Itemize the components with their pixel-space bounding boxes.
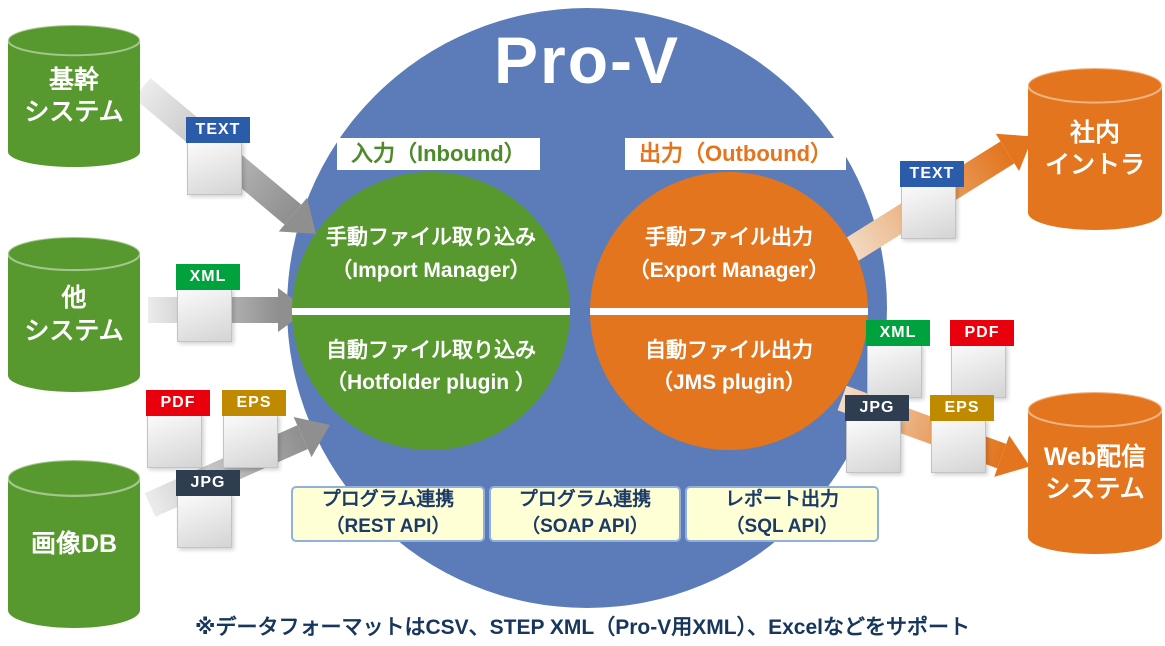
db-label-line: 基幹: [48, 65, 99, 94]
db-label-line: 社内: [1069, 118, 1120, 147]
db-label: Web配信 システム: [1028, 392, 1162, 554]
api-box-subtitle: （REST API）: [325, 516, 451, 537]
inbound-circle: 手動ファイル取り込み （Import Manager） 自動ファイル取り込み （…: [292, 172, 570, 450]
format-badge-eps: EPS: [930, 395, 994, 421]
document-icon: [846, 419, 901, 473]
db-kikan-system: 基幹 システム: [7, 24, 141, 167]
manual-export-subtitle: （Export Manager）: [628, 258, 830, 282]
db-image-db: 画像DB: [7, 458, 141, 628]
format-badge-text: TEXT: [186, 117, 250, 143]
manual-import-title: 手動ファイル取り込み: [326, 226, 536, 250]
db-label-line: Web配信: [1043, 442, 1147, 471]
auto-export-title: 自動ファイル出力: [645, 338, 813, 362]
db-label: 画像DB: [8, 460, 140, 628]
db-label: 社内 イントラ: [1028, 68, 1162, 230]
format-text-right: TEXT: [900, 161, 964, 241]
document-icon: [223, 414, 278, 468]
cylinder-shape: [1026, 66, 1164, 230]
db-label-line: 他: [61, 284, 87, 312]
api-box-soap: プログラム連携 （SOAP API）: [489, 486, 681, 542]
format-pdf-left: PDF: [146, 390, 210, 470]
format-badge-jpg: JPG: [845, 395, 909, 421]
cylinder-shape: [1026, 390, 1164, 554]
format-jpg-left: JPG: [176, 470, 240, 550]
document-icon: [901, 185, 956, 239]
db-label: 他 システム: [8, 237, 140, 392]
auto-export-block: 自動ファイル出力 （JMS plugin）: [590, 315, 868, 451]
cylinder-shape: [7, 24, 141, 167]
format-xml-right: XML: [866, 320, 930, 400]
cylinder-shape: [7, 458, 141, 628]
format-text-left: TEXT: [186, 117, 250, 197]
auto-export-subtitle: （JMS plugin）: [652, 371, 806, 395]
outbound-header: 出力（Outbound）: [625, 138, 847, 171]
document-icon: [147, 414, 202, 468]
cylinder-shape: [7, 235, 141, 392]
db-label-line: システム: [1045, 475, 1145, 503]
document-icon: [951, 344, 1006, 398]
db-label-line: 画像DB: [30, 529, 118, 558]
format-badge-text: TEXT: [900, 161, 964, 187]
manual-export-block: 手動ファイル出力 （Export Manager）: [590, 172, 868, 308]
auto-import-block: 自動ファイル取り込み （Hotfolder plugin ）: [292, 315, 570, 451]
diagram-title: Pro-V: [493, 23, 681, 97]
db-label-line: システム: [24, 98, 124, 126]
api-box-rest: プログラム連携 （REST API）: [291, 486, 485, 542]
document-icon: [177, 288, 232, 342]
api-box-sql: レポート出力 （SQL API）: [685, 486, 879, 542]
api-box-title: プログラム連携: [518, 489, 652, 511]
document-icon: [931, 419, 986, 473]
format-xml-left: XML: [176, 264, 240, 344]
format-badge-pdf: PDF: [950, 320, 1014, 346]
format-badge-xml: XML: [176, 264, 240, 290]
format-jpg-right: JPG: [845, 395, 909, 475]
auto-import-subtitle: （Hotfolder plugin ）: [326, 371, 536, 395]
format-badge-eps: EPS: [222, 390, 286, 416]
manual-export-title: 手動ファイル出力: [645, 226, 813, 250]
document-icon: [177, 494, 232, 548]
manual-import-subtitle: （Import Manager）: [331, 258, 531, 282]
format-eps-left: EPS: [222, 390, 286, 470]
format-pdf-right: PDF: [950, 320, 1014, 400]
outbound-divider: [590, 307, 868, 315]
document-icon: [187, 141, 242, 195]
inbound-divider: [292, 307, 570, 315]
manual-import-block: 手動ファイル取り込み （Import Manager）: [292, 172, 570, 308]
api-box-subtitle: （SOAP API）: [521, 516, 649, 537]
footnote: ※データフォーマットはCSV、STEP XML（Pro-V用XML）、Excel…: [195, 616, 970, 639]
auto-import-title: 自動ファイル取り込み: [326, 338, 536, 362]
format-badge-jpg: JPG: [176, 470, 240, 496]
db-label: 基幹 システム: [8, 25, 140, 167]
format-eps-right: EPS: [930, 395, 994, 475]
inbound-header: 入力（Inbound）: [337, 138, 540, 171]
format-badge-xml: XML: [866, 320, 930, 346]
api-box-title: プログラム連携: [321, 489, 455, 511]
db-web-delivery: Web配信 システム: [1026, 390, 1164, 554]
db-label-line: イントラ: [1044, 151, 1145, 179]
db-label-line: システム: [24, 316, 124, 345]
format-badge-pdf: PDF: [146, 390, 210, 416]
api-box-subtitle: （SQL API）: [725, 516, 839, 537]
api-box-title: レポート出力: [724, 489, 839, 511]
outbound-circle: 手動ファイル出力 （Export Manager） 自動ファイル出力 （JMS …: [590, 172, 868, 450]
db-intranet: 社内 イントラ: [1026, 66, 1164, 230]
db-other-system: 他 システム: [7, 235, 141, 392]
document-icon: [867, 344, 922, 398]
